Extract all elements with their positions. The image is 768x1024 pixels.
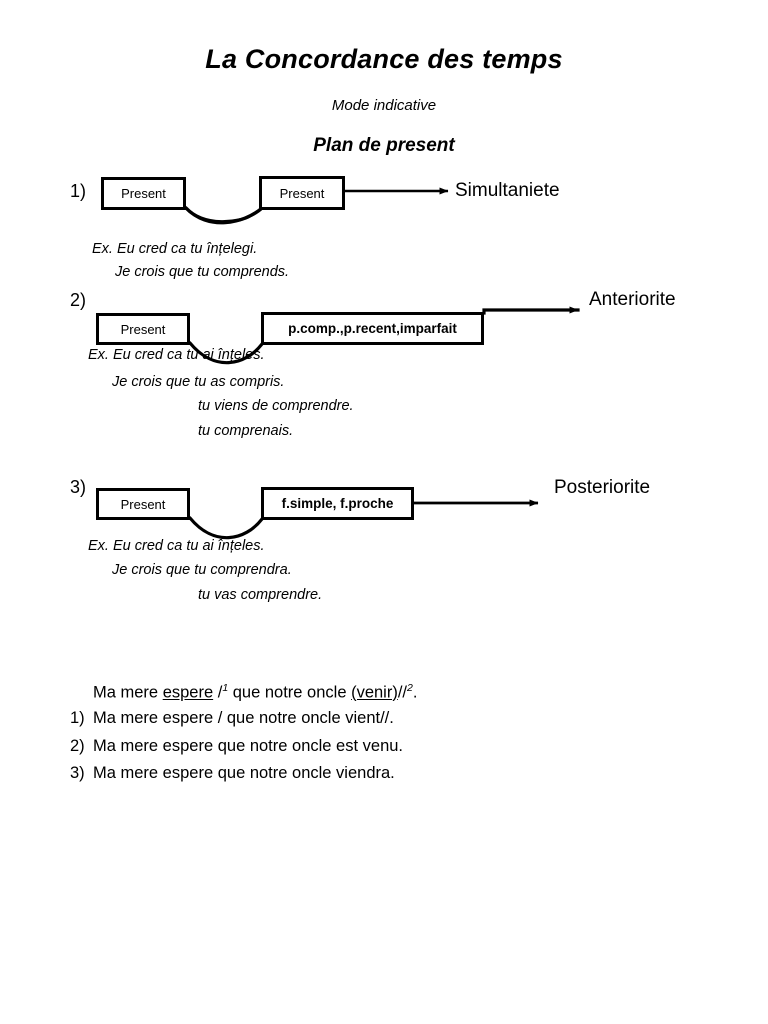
row1-left-box: Present [101, 177, 186, 210]
answer-marker-2: 2) [70, 737, 85, 755]
row3-result-label: Posteriorite [554, 477, 651, 498]
row2-example-2: Je crois que tu as compris. [112, 374, 285, 390]
exercise-prompt-sup2: 2 [407, 682, 413, 694]
section-title: Plan de present [313, 135, 455, 156]
page-title: La Concordance des temps [205, 44, 563, 74]
row1-example-1: Ex. Eu cred ca tu înțelegi. [92, 241, 258, 257]
answer-text-1: Ma mere espere / que notre oncle vient//… [93, 709, 394, 727]
document-subtitle: Mode indicative [331, 97, 437, 114]
exercise-prompt: Ma mere espere /1 que notre oncle (venir… [93, 683, 417, 701]
row3-example-2: Je crois que tu comprendra. [112, 562, 292, 578]
row2-arrow [482, 306, 580, 315]
answer-text-3: Ma mere espere que notre oncle viendra. [93, 764, 395, 782]
exercise-prompt-part3: que notre oncle [228, 683, 352, 702]
exercise-prompt-part1: Ma mere [93, 683, 163, 702]
row-number-2: 2) [70, 290, 87, 310]
row3-connector-curve [188, 516, 264, 540]
row2-left-box: Present [96, 313, 190, 345]
exercise-prompt-part4: // [397, 683, 408, 702]
exercise-prompt-sup1: 1 [222, 682, 229, 694]
exercise-prompt-part5: . [412, 683, 418, 702]
row1-connector-curve [184, 206, 264, 224]
answer-marker-3: 3) [70, 764, 85, 782]
exercise-prompt-verb1: espere [162, 683, 214, 702]
row3-example-1: Ex. Eu cred ca tu ai înțeles. [88, 538, 265, 554]
row3-example-3: tu vas comprendre. [198, 587, 323, 603]
exercise-prompt-part2: / [213, 683, 223, 702]
row2-right-box: p.comp.,p.recent,imparfait [261, 312, 484, 345]
answer-text-2: Ma mere espere que notre oncle est venu. [93, 737, 404, 755]
answer-marker-1: 1) [70, 709, 85, 727]
row-number-3: 3) [70, 477, 87, 497]
row2-example-1: Ex. Eu cred ca tu ai înțeles. [88, 347, 265, 363]
row1-right-box: Present [259, 176, 345, 210]
row2-result-label: Anteriorite [589, 289, 676, 310]
row3-left-box: Present [96, 488, 190, 520]
row3-right-box: f.simple, f.proche [261, 487, 414, 520]
row1-result-label: Simultaniete [455, 180, 560, 201]
row-number-1: 1) [70, 181, 87, 201]
exercise-prompt-verb2: (venir) [351, 683, 398, 702]
row1-connector-curve-b [184, 206, 264, 225]
row2-example-4: tu comprenais. [198, 423, 294, 439]
row1-example-2: Je crois que tu comprends. [115, 264, 290, 280]
row2-example-3: tu viens de comprendre. [198, 398, 354, 414]
